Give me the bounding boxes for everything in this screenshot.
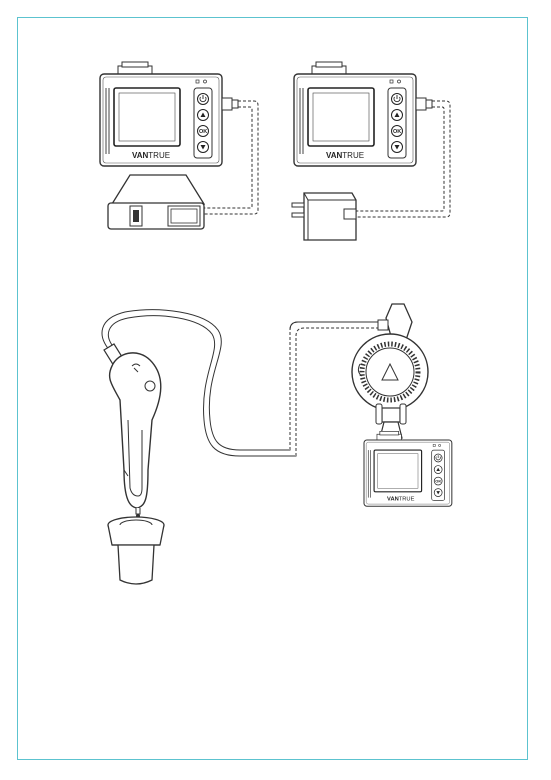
suction-mount xyxy=(352,304,428,438)
camera-left: VANTRUE OK xyxy=(100,62,222,166)
usb-connector-left xyxy=(222,98,238,110)
brand-label-mounted: VANTRUE xyxy=(387,496,415,502)
ok-label-right: OK xyxy=(393,129,401,135)
brand-label-right: VANTRUE xyxy=(326,151,364,160)
ok-label-mounted: OK xyxy=(435,478,441,483)
camera-mounted: VANTRUE OK xyxy=(364,431,452,506)
car-charger xyxy=(104,344,161,518)
ok-label-left: OK xyxy=(199,129,207,135)
camera-right: VANTRUE OK xyxy=(294,62,416,166)
usb-connector-right xyxy=(416,98,432,110)
cigarette-socket xyxy=(108,517,164,584)
wall-adapter xyxy=(292,193,356,240)
usb-power-bank xyxy=(108,175,204,229)
brand-label-left: VANTRUE xyxy=(132,151,170,160)
